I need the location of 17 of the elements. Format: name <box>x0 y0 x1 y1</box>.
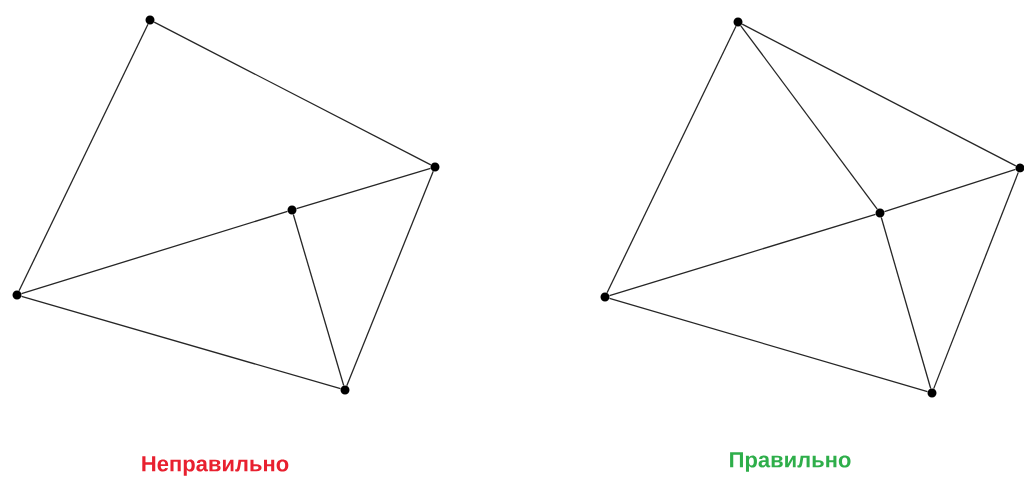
edge-line <box>880 216 932 390</box>
verdict-label: Правильно <box>730 452 851 472</box>
verdict-label: Неправильно <box>142 456 289 476</box>
edge-line <box>883 168 1017 213</box>
edge-line <box>153 21 432 166</box>
edge-line <box>933 171 1019 390</box>
edge-line <box>295 167 432 210</box>
edge-line <box>608 297 929 393</box>
edge-line <box>740 25 878 210</box>
edge-line <box>18 23 149 292</box>
edge-line <box>20 295 342 390</box>
edge-line <box>606 25 737 294</box>
edge-line <box>741 23 1017 167</box>
edge-line <box>292 213 345 387</box>
edge-line <box>608 213 877 297</box>
edge-line <box>346 170 434 387</box>
edge-line <box>20 210 289 295</box>
